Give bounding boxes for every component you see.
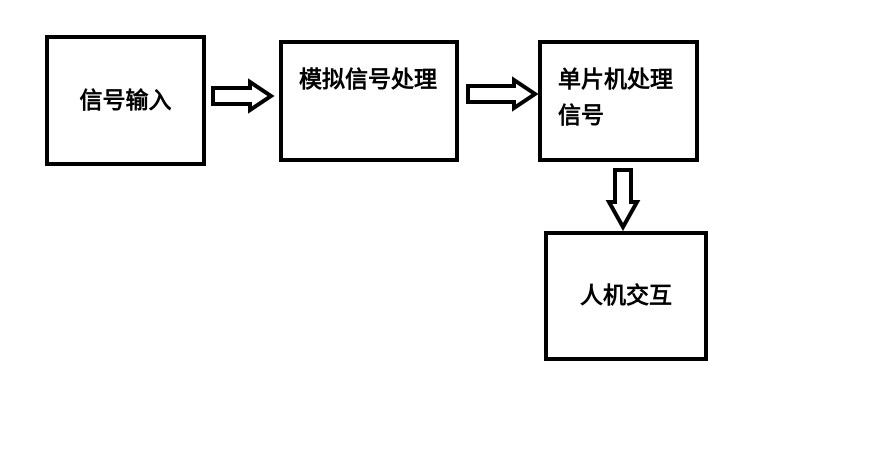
arrow-analog-to-mcu <box>466 76 539 112</box>
node-mcu-signal-processing: 单片机处理信号 <box>538 40 699 162</box>
node-analog-signal-processing-label: 模拟信号处理 <box>299 67 437 93</box>
node-analog-signal-processing: 模拟信号处理 <box>279 40 459 162</box>
node-signal-input-label: 信号输入 <box>79 87 172 114</box>
arrow-input-to-analog <box>211 78 275 114</box>
node-human-machine-interaction: 人机交互 <box>544 231 708 361</box>
node-human-machine-interaction-label: 人机交互 <box>580 283 672 309</box>
arrow-mcu-to-hmi <box>605 168 641 232</box>
node-mcu-signal-processing-label: 单片机处理信号 <box>558 67 673 129</box>
node-signal-input: 信号输入 <box>45 35 206 166</box>
